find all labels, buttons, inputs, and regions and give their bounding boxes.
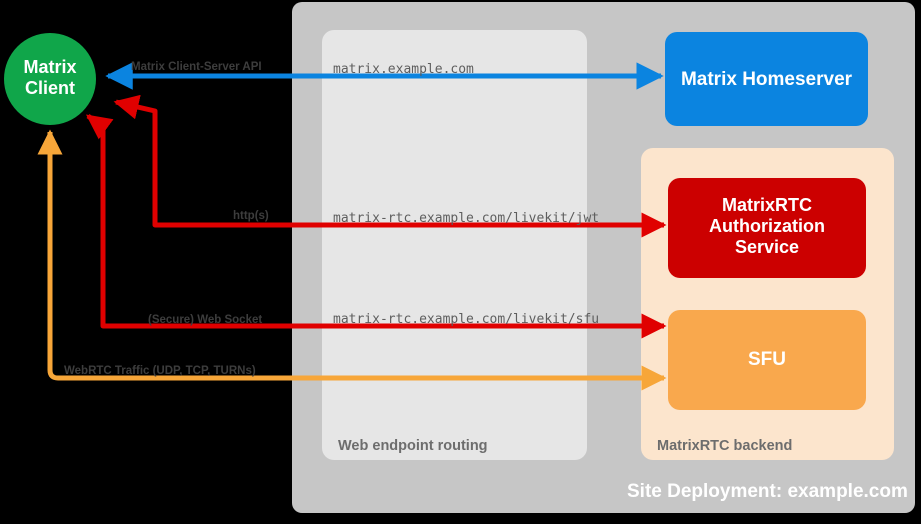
edge-label-client-server-api: Matrix Client-Server API <box>131 61 262 73</box>
edge-endpoint-livekit-jwt: matrix-rtc.example.com/livekit/jwt <box>333 211 600 226</box>
edge-label-livekit-jwt: http(s) <box>233 210 269 222</box>
node-sfu[interactable] <box>668 310 866 410</box>
edge-webrtc-traffic-path <box>37 129 667 391</box>
node-matrix-client[interactable] <box>4 33 96 125</box>
edge-endpoint-livekit-sfu: matrix-rtc.example.com/livekit/sfu <box>333 312 600 327</box>
node-matrix-homeserver[interactable] <box>665 32 868 126</box>
node-matrixrtc-authorization-service[interactable] <box>668 178 866 278</box>
caption-site-deployment: Site Deployment: example.com <box>627 481 908 502</box>
caption-web-endpoint-routing: Web endpoint routing <box>338 438 488 454</box>
container-web-endpoint-routing <box>322 30 587 460</box>
edge-label-livekit-sfu: (Secure) Web Socket <box>148 314 263 326</box>
edge-endpoint-matrix-example-com: matrix.example.com <box>333 62 474 77</box>
caption-matrixrtc-backend: MatrixRTC backend <box>657 438 793 454</box>
edge-label-webrtc-traffic: WebRTC Traffic (UDP, TCP, TURNs) <box>64 365 256 377</box>
